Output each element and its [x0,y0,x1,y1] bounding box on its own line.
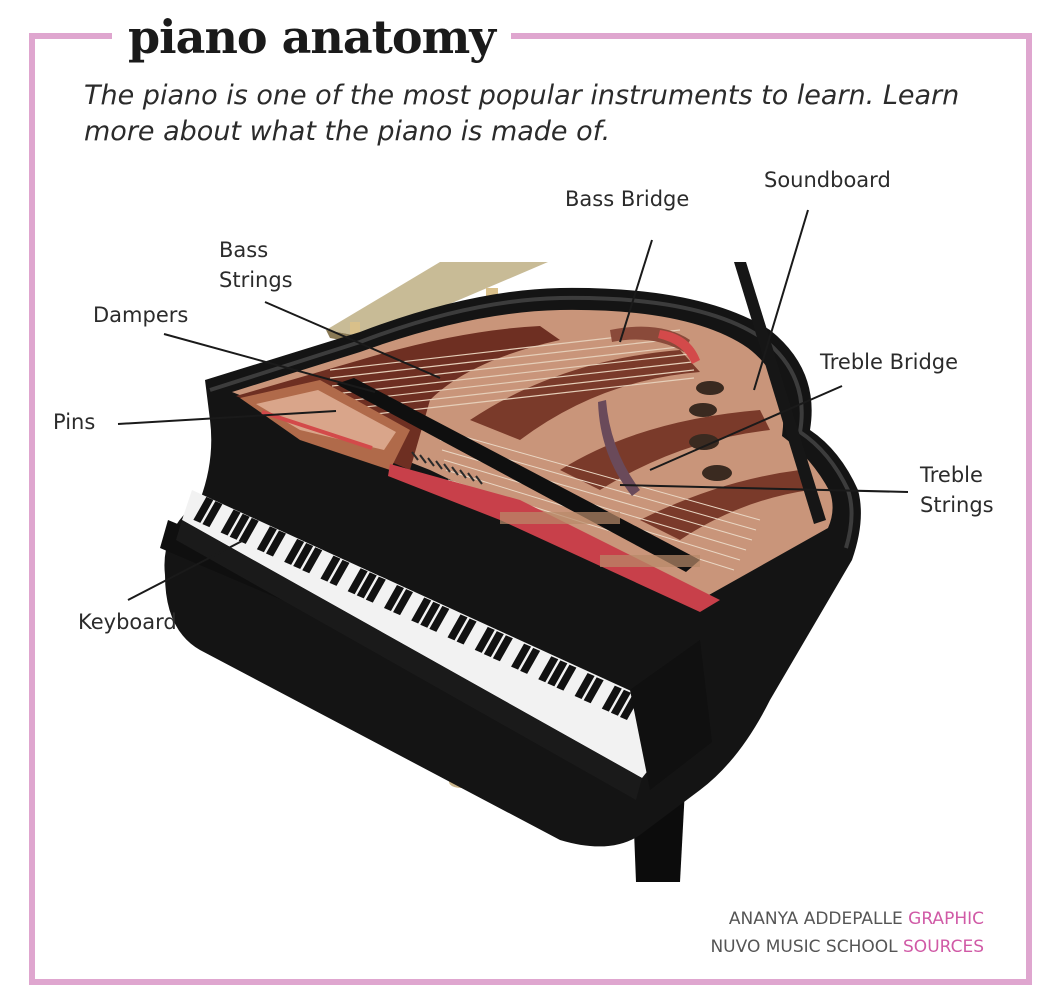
black-key [329,559,350,586]
label-bass-strings-line2: Strings [219,268,293,292]
black-key [393,589,414,616]
black-key [492,635,513,662]
pin-block-felt [256,390,396,450]
black-key [474,626,495,653]
iron-frame-strut-2 [560,410,770,490]
bass-bridge-red [658,330,700,364]
black-key [574,673,595,700]
credit-source-role: SOURCES [903,937,984,957]
black-key [447,614,468,641]
tuning-pins [500,512,700,567]
label-treble-bridge: Treble Bridge [820,350,959,374]
black-key [302,547,323,574]
black-key [483,631,504,658]
plate-hole-2 [689,403,717,417]
label-treble-strings-line1: Treble [920,463,983,487]
keyboard-black-keys [193,496,668,733]
iron-frame-strut-3 [640,470,810,540]
plate-hole-3 [689,434,719,450]
black-key [220,509,241,536]
credits: ANANYA ADDEPALLE GRAPHIC NUVO MUSIC SCHO… [710,905,984,961]
black-key [284,538,305,565]
felt-strip [261,410,373,450]
black-key [456,618,477,645]
black-key [420,601,441,628]
action-felt [388,464,720,612]
lid-fold [326,262,548,338]
black-key [356,572,377,599]
iron-frame-strut [470,350,700,440]
label-pins: Pins [53,410,96,434]
black-key [547,660,568,687]
plate-hole-1 [696,381,724,395]
black-key [383,584,404,611]
line-treble-bridge [649,385,843,471]
line-bass-strings [264,301,441,379]
black-key [320,555,341,582]
black-key [429,605,450,632]
black-key [538,656,559,683]
black-key [411,597,432,624]
black-key [556,664,577,691]
black-key [202,501,223,528]
black-key [347,568,368,595]
label-keyboard: Keyboard [78,610,177,634]
black-key [365,576,386,603]
black-key [238,517,259,544]
iron-frame [236,326,560,470]
pink-border-frame [29,33,1032,985]
keyboard-cheek-right [630,640,712,790]
label-dampers: Dampers [93,303,189,327]
line-pins [117,410,337,425]
black-key [229,513,250,540]
line-treble-strings [619,484,909,493]
page-title: piano anatomy [112,2,511,70]
line-bass-bridge [619,239,653,343]
page-subtitle: The piano is one of the most popular ins… [84,80,960,147]
black-key [583,677,604,704]
black-key [265,530,286,557]
treble-bridge-shape [598,400,640,496]
black-key [601,685,622,712]
black-key [520,647,541,674]
label-soundboard: Soundboard [764,168,891,192]
keyboard-front-rail [176,520,642,800]
credit-line-source: NUVO MUSIC SCHOOL SOURCES [710,933,984,961]
label-bass-strings-line1: Bass [219,238,269,262]
credit-author: ANANYA ADDEPALLE [728,909,903,929]
lid-hinge-left [350,322,360,334]
damper-heads [411,451,483,485]
black-key [193,496,214,523]
black-key [256,526,277,553]
lid-prop-stick [734,262,826,524]
black-key [511,643,532,670]
line-dampers [163,333,376,393]
credit-author-role: GRAPHIC [908,909,984,929]
credit-source: NUVO MUSIC SCHOOL [710,937,898,957]
black-key [610,689,631,716]
plate-hole-4 [702,465,732,481]
line-keyboard [127,539,245,601]
label-treble-strings-line2: Strings [920,493,994,517]
label-bass-bridge: Bass Bridge [565,187,690,211]
line-soundboard [753,209,809,391]
credit-line-author: ANANYA ADDEPALLE GRAPHIC [710,905,984,933]
black-key [293,543,314,570]
